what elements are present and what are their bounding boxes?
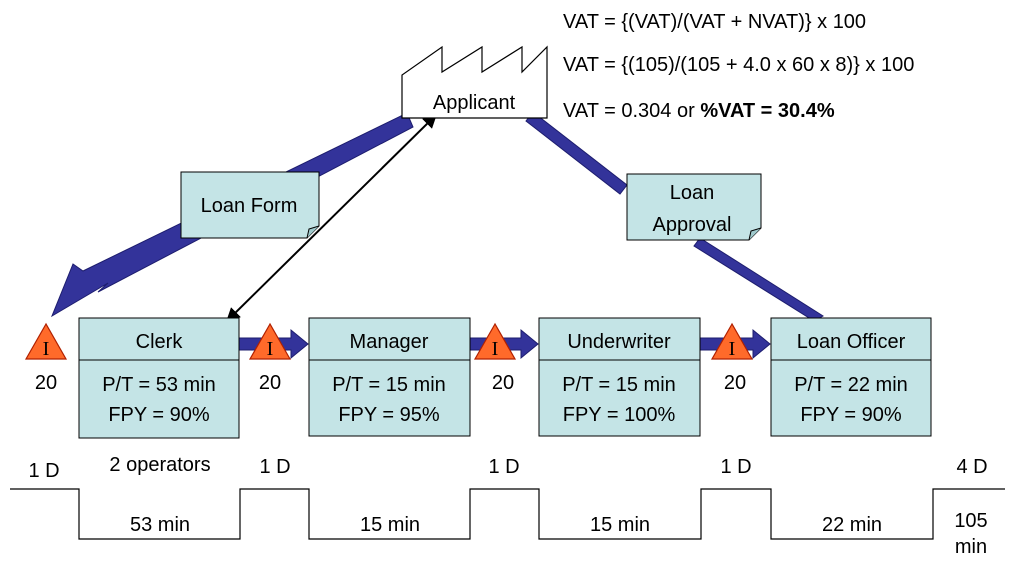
inventory-triangle-icon: I	[248, 322, 292, 360]
process-fpy: FPY = 90%	[800, 404, 902, 426]
process-box-underwriter: Underwriter P/T = 15 min FPY = 100%	[538, 317, 701, 437]
loan-form-label: Loan Form	[201, 195, 298, 217]
vat-formula-line-3: VAT = 0.304 or %VAT = 30.4%	[563, 100, 835, 122]
process-name: Clerk	[136, 331, 184, 353]
timeline-process-time: 15 min	[590, 514, 650, 536]
timeline-wait-label: 1 D	[259, 456, 290, 478]
svg-text:I: I	[492, 338, 499, 360]
applicant-label: Applicant	[433, 92, 516, 114]
vat-formula-line-2: VAT = {(105)/(105 + 4.0 x 60 x 8)} x 100	[563, 54, 914, 76]
process-box-manager: Manager P/T = 15 min FPY = 95%	[308, 317, 471, 437]
process-box-clerk: Clerk P/T = 53 min FPY = 90%	[78, 317, 240, 439]
timeline-total-process-unit: min	[955, 536, 987, 558]
process-name: Manager	[350, 331, 429, 353]
process-time: P/T = 53 min	[102, 374, 216, 396]
timeline-wait-label: 1 D	[720, 456, 751, 478]
timeline-total-process-value: 105	[954, 510, 987, 532]
process-name: Underwriter	[567, 331, 671, 353]
clerk-applicant-link-arrow	[226, 114, 437, 322]
inventory-count: 20	[724, 372, 746, 394]
inventory-triangle-icon: I	[24, 322, 68, 360]
inventory-count: 20	[259, 372, 281, 394]
vat-result-prefix: VAT = 0.304 or	[563, 100, 700, 122]
timeline-process-time: 15 min	[360, 514, 420, 536]
loan-approval-label-line-2: Approval	[653, 214, 732, 236]
process-fpy: FPY = 90%	[108, 404, 210, 426]
process-box-loan-officer: Loan Officer P/T = 22 min FPY = 90%	[770, 317, 932, 437]
process-time: P/T = 22 min	[794, 374, 908, 396]
timeline-total-wait: 4 D	[956, 456, 987, 478]
timeline-process-time: 53 min	[130, 514, 190, 536]
inventory-count: 20	[492, 372, 514, 394]
vat-result-bold: %VAT = 30.4%	[700, 100, 835, 122]
timeline-process-time: 22 min	[822, 514, 882, 536]
loan-approval-document	[626, 173, 762, 241]
process-time: P/T = 15 min	[562, 374, 676, 396]
inventory-triangle-icon: I	[710, 322, 754, 360]
svg-text:I: I	[729, 338, 736, 360]
vat-formula-line-1: VAT = {(VAT)/(VAT + NVAT)} x 100	[563, 11, 866, 33]
loan-approval-label-line-1: Loan	[670, 182, 715, 204]
process-name: Loan Officer	[797, 331, 906, 353]
clerk-operators-note: 2 operators	[109, 454, 210, 476]
process-fpy: FPY = 100%	[563, 404, 676, 426]
applicant-factory-icon	[401, 45, 548, 119]
timeline-wait-label: 1 D	[488, 456, 519, 478]
approval-to-officer-flow-arrow	[693, 237, 824, 322]
loan-approval-flow-arrow	[525, 111, 628, 195]
inventory-triangle-icon: I	[473, 322, 517, 360]
process-time: P/T = 15 min	[332, 374, 446, 396]
svg-text:I: I	[267, 338, 274, 360]
inventory-count: 20	[35, 372, 57, 394]
timeline-line	[10, 488, 1005, 540]
process-fpy: FPY = 95%	[338, 404, 440, 426]
svg-text:I: I	[43, 338, 50, 360]
loan-form-document	[180, 171, 320, 239]
timeline-wait-label: 1 D	[28, 460, 59, 482]
